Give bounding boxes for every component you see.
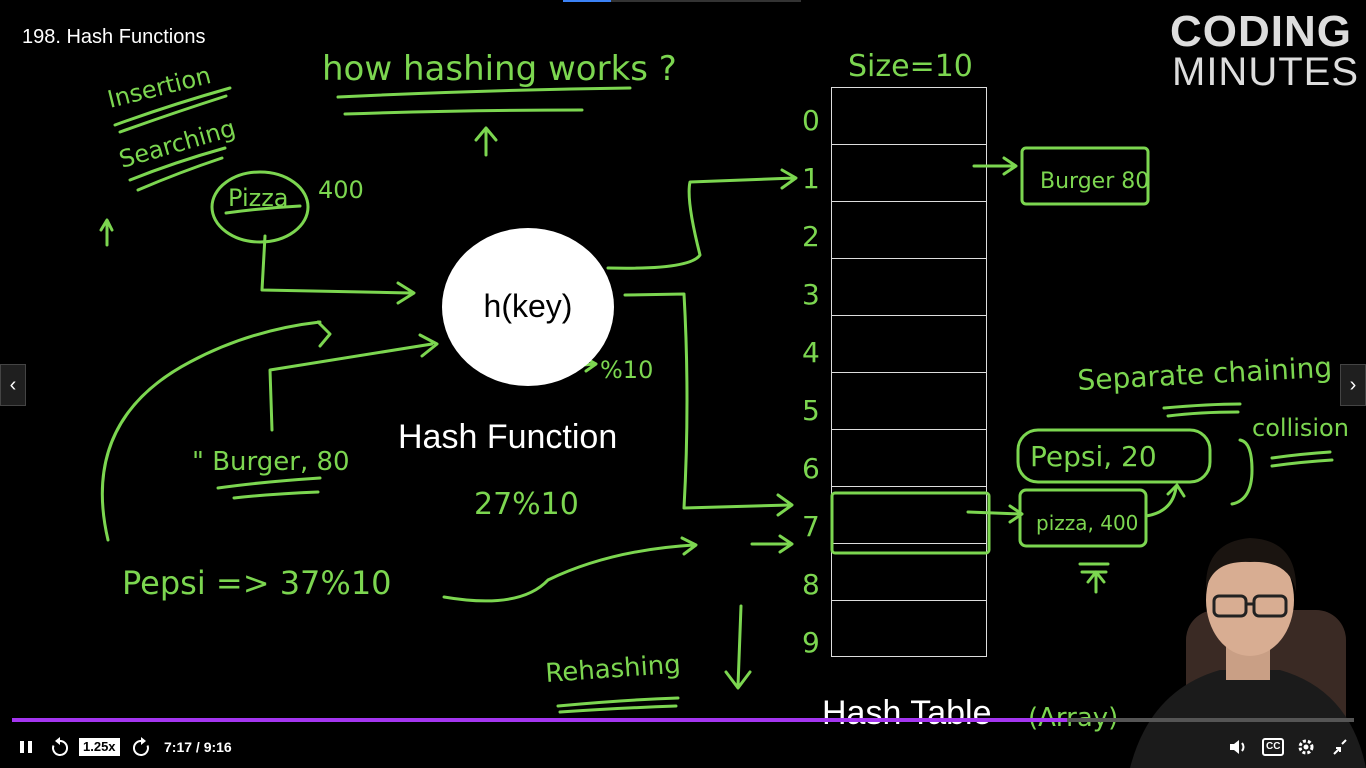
forward-5-icon: [132, 737, 149, 756]
volume-button[interactable]: [1228, 736, 1248, 758]
hash-table-cell: [831, 201, 987, 258]
annotation-pepsi-calc: Pepsi => 37%10: [122, 564, 392, 602]
table-index-label: 7: [802, 510, 820, 543]
annotation-searching: Searching: [116, 114, 239, 174]
hash-table-cell: [831, 543, 987, 600]
video-progress-fill: [12, 718, 1067, 722]
hash-table-cell: [831, 258, 987, 315]
table-index-label: 9: [802, 626, 820, 659]
rewind-5-icon: [52, 737, 69, 756]
hash-table-cell: [831, 600, 987, 657]
lecture-title: 198. Hash Functions: [22, 26, 206, 48]
hash-table-cell: [831, 372, 987, 429]
table-index-label: 3: [802, 278, 820, 311]
next-lecture-button[interactable]: ›: [1340, 364, 1366, 406]
chevron-left-icon: ‹: [9, 374, 17, 396]
chevron-right-icon: ›: [1349, 374, 1357, 396]
video-progress-bar[interactable]: [12, 718, 1354, 722]
hash-function-node: [442, 228, 614, 386]
hash-function-caption: Hash Function: [398, 418, 618, 456]
hash-table-cell: [831, 87, 987, 144]
table-index-label: 1: [802, 162, 820, 195]
annotation-heading: how hashing works ?: [322, 49, 677, 89]
table-index-label: 6: [802, 452, 820, 485]
annotation-modulo: %10: [600, 356, 653, 384]
table-index-label: 2: [802, 220, 820, 253]
forward-button[interactable]: [131, 736, 151, 758]
top-progress-indicator: [563, 0, 611, 2]
hash-table-cell: [831, 429, 987, 486]
rewind-button[interactable]: [50, 736, 70, 758]
annotation-calc-27: 27%10: [474, 487, 579, 522]
annotation-pizza-box: pizza, 400: [1036, 511, 1138, 535]
hash-table-caption: Hash Table: [822, 694, 992, 732]
hash-table-cell: [831, 144, 987, 201]
annotation-burger-box: Burger 80: [1040, 169, 1149, 194]
player-controls: 1.25x 7:17 / 9:16 CC: [0, 730, 1366, 768]
pause-button[interactable]: [18, 736, 34, 758]
logo-line-2: MINUTES: [1172, 50, 1359, 94]
coding-minutes-logo: CODING MINUTES: [1170, 7, 1360, 95]
hash-table: [831, 87, 987, 657]
captions-button[interactable]: CC: [1262, 738, 1285, 756]
gear-icon: [1298, 739, 1314, 755]
top-progress-track: [611, 0, 801, 2]
logo-line-1: CODING: [1170, 7, 1352, 56]
annotation-pizza-value: 400: [318, 176, 364, 204]
hash-table-cell: [831, 315, 987, 372]
time-display: 7:17 / 9:16: [164, 739, 232, 755]
table-index-label: 5: [802, 394, 820, 427]
table-index-label: 4: [802, 336, 820, 369]
previous-lecture-button[interactable]: ‹: [0, 364, 26, 406]
volume-icon: [1230, 740, 1245, 754]
exit-fullscreen-button[interactable]: [1330, 736, 1350, 758]
annotation-burger: " Burger, 80: [192, 447, 350, 477]
table-index-label: 0: [802, 104, 820, 137]
annotation-pizza: Pizza: [228, 184, 289, 212]
hash-function-label: h(key): [483, 288, 573, 324]
annotation-pepsi-box: Pepsi, 20: [1030, 440, 1157, 473]
pause-icon: [20, 741, 32, 753]
settings-button[interactable]: [1296, 736, 1316, 758]
playback-speed-button[interactable]: 1.25x: [79, 738, 120, 756]
table-index-label: 8: [802, 568, 820, 601]
exit-fullscreen-icon: [1333, 739, 1347, 755]
annotation-rehashing: Rehashing: [544, 650, 681, 689]
annotation-separate-chaining: Separate chaining: [1077, 351, 1333, 397]
annotation-size: Size=10: [848, 49, 973, 84]
annotation-collision: collision: [1252, 414, 1349, 442]
